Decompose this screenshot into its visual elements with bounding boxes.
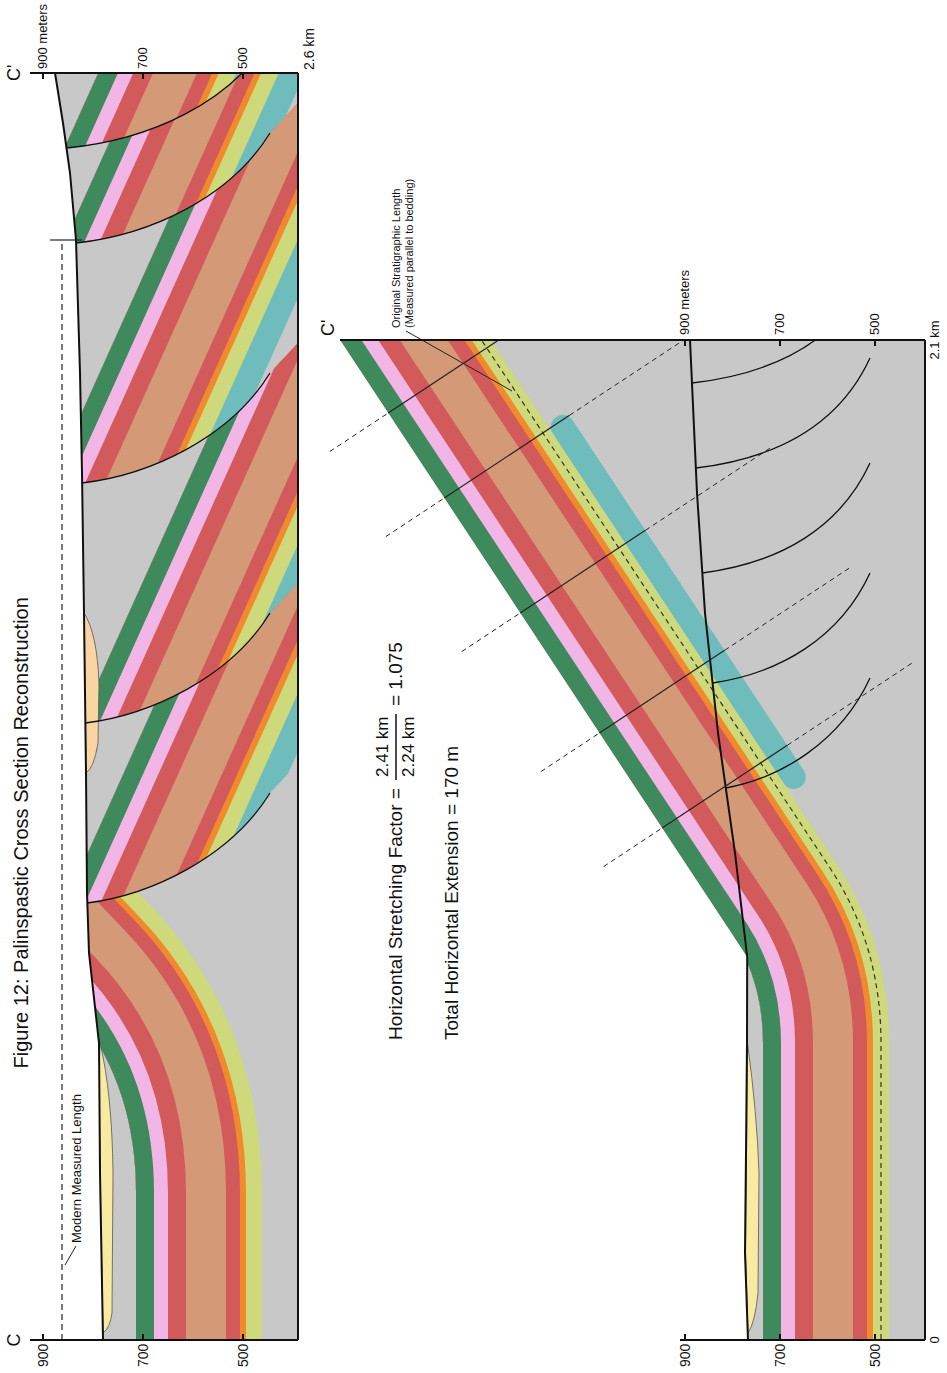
pin-line — [599, 650, 724, 733]
listric-fault — [85, 613, 270, 723]
axis-label: 700 — [136, 47, 151, 69]
pin-line — [645, 448, 770, 531]
pin-line — [330, 413, 389, 452]
axis-label: 900 meters — [36, 4, 51, 69]
ground-surface — [690, 340, 748, 1340]
stratum-band — [340, 340, 763, 1340]
pin-line — [462, 613, 521, 652]
axis-label: 500 — [867, 1344, 883, 1367]
ground-surface — [55, 73, 103, 1340]
faults — [330, 340, 913, 867]
listric-fault — [713, 573, 870, 683]
pin-line — [787, 663, 912, 746]
measured-length-line — [61, 240, 62, 1340]
axis-label: 2.1 km — [928, 320, 943, 359]
axis-label: 500 — [236, 47, 251, 69]
panel-frame — [30, 73, 298, 1340]
listric-fault — [76, 133, 270, 243]
axis-label: 900 — [35, 1344, 51, 1367]
pin-line — [388, 340, 513, 413]
leader-line — [65, 1246, 76, 1265]
axis-label: 2.6 km — [301, 28, 317, 70]
stratum-band — [340, 340, 763, 1340]
callout-label: Original Stratigraphic Length (Measured … — [390, 138, 415, 328]
measured-length-tick — [50, 239, 82, 240]
listric-fault — [87, 793, 270, 903]
top-strata — [30, 73, 298, 1340]
axis-label: 900 meters — [678, 270, 693, 335]
listric-fault — [696, 358, 870, 468]
sky — [330, 333, 748, 1348]
pin-line — [520, 530, 645, 613]
pin-line — [386, 498, 445, 537]
listric-fault — [692, 340, 870, 383]
listric-fault — [82, 373, 270, 483]
callout-label: Modern Measured Length — [70, 1094, 85, 1243]
fraction-bar — [396, 714, 397, 780]
axis-label: 700 — [773, 313, 788, 335]
section-end-label: C' — [4, 65, 25, 81]
stratum-band — [340, 340, 763, 1340]
stratum-band — [340, 340, 763, 1340]
listric-fault — [702, 463, 870, 573]
panel-frame — [340, 340, 925, 1340]
bottom-strata — [340, 340, 763, 1340]
listric-fault — [67, 73, 271, 148]
faults — [67, 73, 271, 903]
section-end-label: C — [4, 1334, 25, 1347]
pin-line — [541, 733, 600, 772]
axis-label: 700 — [772, 1344, 788, 1367]
pin-line — [570, 340, 695, 415]
axis-label: 500 — [868, 313, 883, 335]
axis-label: 500 — [235, 1344, 251, 1367]
stratum-band — [340, 340, 763, 1340]
pin-line — [444, 415, 569, 498]
stratum-band — [340, 340, 763, 1340]
sky — [25, 73, 103, 1348]
fraction-numerator: 2.41 km — [373, 717, 393, 777]
equation-text: = 1.075 — [385, 642, 407, 706]
pin-line — [662, 745, 787, 828]
equation-text: Total Horizontal Extension = 170 m — [441, 746, 463, 1040]
bottom-strata-band — [340, 340, 763, 1340]
axis-label: 900 — [677, 1344, 693, 1367]
pin-line — [725, 568, 850, 651]
fraction-bar — [395, 714, 397, 780]
equation-text: Horizontal Stretching Factor = — [385, 788, 407, 1040]
axis-label: 0 — [928, 1336, 943, 1343]
pin-line — [604, 828, 663, 867]
fraction-denominator: 2.24 km — [399, 717, 419, 777]
section-end-label: C' — [318, 320, 339, 336]
figure-title: Figure 12: Palinspastic Cross Section Re… — [10, 597, 33, 1068]
axis-label: 700 — [135, 1344, 151, 1367]
stratum-band — [340, 340, 763, 1340]
